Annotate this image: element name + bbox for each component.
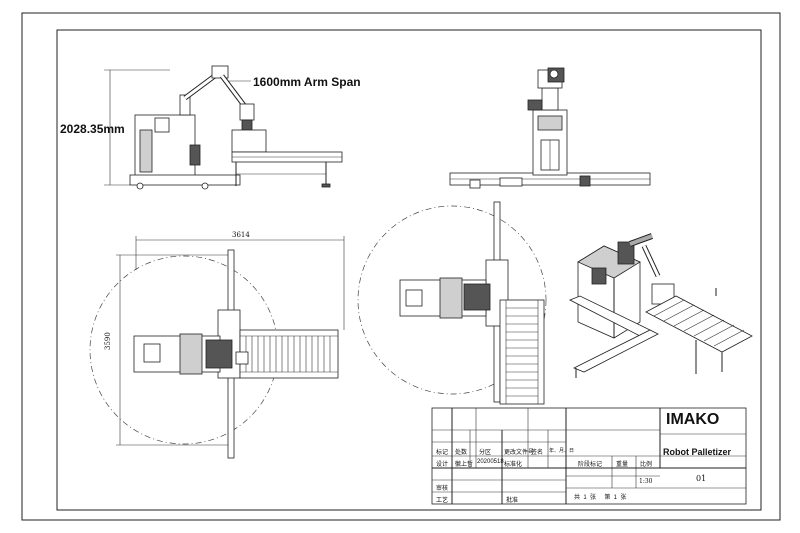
- header-cell-2: 分区: [479, 450, 492, 456]
- weight-label: 重量: [616, 462, 629, 468]
- design-row-2: 20200518: [477, 459, 504, 465]
- review-label: 审核: [436, 486, 449, 492]
- design-row-1: 徽上哲: [455, 462, 474, 468]
- side-elevation-view: [104, 65, 343, 190]
- header-cell-5: 年、月、日: [549, 448, 575, 454]
- company-name: IMAKO: [666, 411, 720, 428]
- width-dimension-label: 3614: [232, 231, 250, 239]
- scale-label: 比例: [640, 462, 653, 468]
- design-row-3: 标准化: [504, 462, 523, 468]
- drawing-number: 01: [696, 474, 707, 483]
- rotated-plan-view: [357, 201, 547, 405]
- header-cell-0: 标记: [436, 450, 449, 456]
- inner-border: [56, 29, 762, 511]
- height-label: 2028.35mm: [60, 122, 125, 136]
- outer-border: [21, 12, 781, 521]
- isometric-view: [569, 233, 753, 378]
- header-cell-4: 签名: [531, 450, 544, 456]
- front-elevation-view: [449, 67, 651, 189]
- arm-span-label: 1600mm Arm Span: [253, 75, 361, 89]
- height-dimension-label: 3590: [104, 332, 112, 350]
- design-row-0: 设计: [436, 462, 449, 468]
- top-plan-view: [89, 236, 345, 459]
- product-name: Robot Palletizer: [663, 447, 732, 457]
- craft-label: 工艺: [436, 498, 449, 504]
- stage-mark-label: 阶段标记: [578, 462, 603, 468]
- header-cell-3: 更改文件号: [504, 450, 535, 456]
- scale-value: 1:30: [639, 478, 653, 485]
- approve-label: 批准: [506, 498, 519, 504]
- sheet-count: 共 1 张 第 1 张: [574, 495, 627, 501]
- header-cell-1: 处数: [455, 450, 468, 456]
- title-block: [431, 407, 747, 505]
